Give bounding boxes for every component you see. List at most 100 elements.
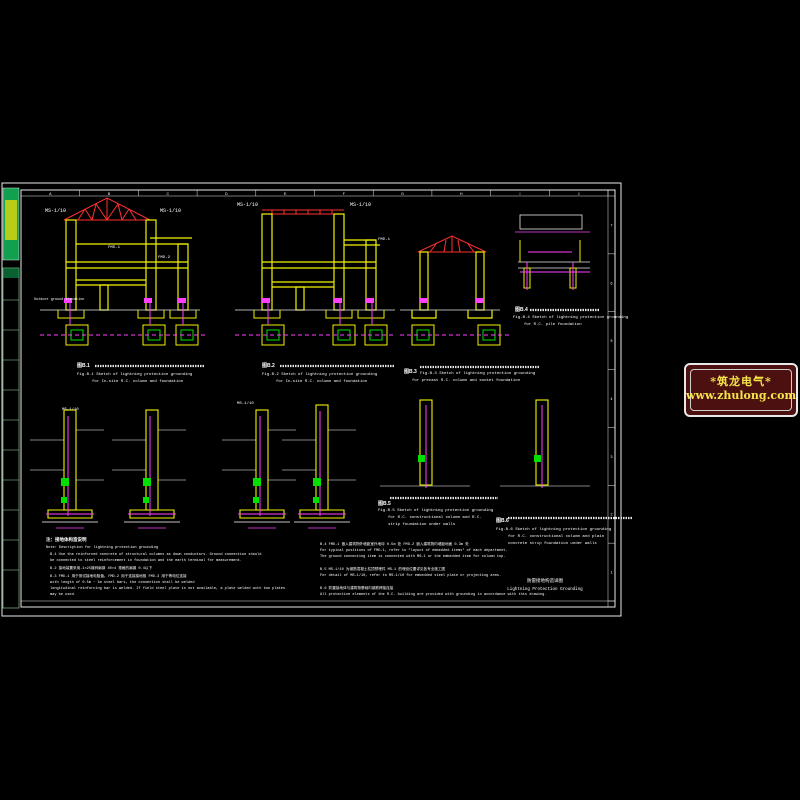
- sheet-frame: [1, 182, 622, 617]
- ms-label: MS-1/10: [237, 401, 254, 406]
- figure-number: 图B.1: [77, 362, 90, 369]
- grid-row-label: 3: [611, 455, 613, 459]
- foundation-plans: [400, 324, 510, 346]
- connector-plate: [534, 455, 541, 462]
- note-line: B.3 FMD-1 用于测试接地电阻值, FMD-2 用于连接接地极 FMD-3…: [50, 573, 187, 579]
- note-line: with length of 0.5m ~ 1m steel bars, the…: [50, 580, 195, 585]
- fmd-label: FMD-2: [158, 256, 171, 260]
- note-line: B.6 防雷接地体与建筑物基础内钢筋焊接连接: [320, 585, 394, 591]
- foundation-plans: [40, 302, 205, 346]
- ms-label: MS-1/10: [160, 208, 181, 214]
- grid-column-label: H: [460, 192, 463, 196]
- grid-row-label: 1: [611, 571, 613, 575]
- grid-column-label: J: [578, 192, 580, 196]
- figure-caption: for In-site R.C. column and foundation: [92, 379, 184, 384]
- connector-plate: [253, 478, 261, 486]
- drawing-title-cn: 防雷接地构造详图: [527, 577, 563, 584]
- figure-b2: MS-1/10 MS-1/10 FMD-1 图B.2 Fig.B.2 Sketc…: [235, 202, 395, 384]
- note-line: may be used.: [50, 592, 76, 597]
- grid-row-label: 6: [611, 281, 613, 285]
- connector-plate: [143, 497, 149, 503]
- ms-label: MS-1/10: [45, 208, 66, 214]
- watermark-border: [690, 369, 792, 411]
- connector-plate: [61, 497, 67, 503]
- grid-row-label: 2: [611, 513, 613, 517]
- connector-plate: [418, 455, 425, 462]
- strip-footing: [47, 509, 93, 519]
- figure-caption: Fig.B.4 Sketch of lightning protection g…: [513, 315, 629, 320]
- foundation-plans: [235, 302, 395, 346]
- figure-b3: 图B.3 Fig.B.3 Sketch of lightning protect…: [400, 235, 540, 383]
- strip-footing: [299, 509, 345, 519]
- roof-truss: [417, 235, 487, 253]
- grid-row-label: 4: [611, 397, 613, 401]
- connector-plate: [61, 478, 69, 486]
- figure-number: 图B.3: [404, 368, 417, 375]
- roof-beam: [262, 209, 344, 215]
- left-title-strip: [2, 187, 20, 609]
- connector-plate: [143, 478, 151, 486]
- note-line: B.1 Use the reinforced concrete of struc…: [50, 552, 261, 557]
- grid-column-label: I: [519, 192, 520, 196]
- note-line: B.4 FMD-1 嵌入建筑物外墙距室外地坪 0.5m 处 FMD-2 嵌入建筑…: [320, 541, 469, 547]
- note-line: longitudinal reinforcing bar is welded. …: [50, 586, 285, 591]
- foundations: [253, 310, 385, 319]
- fmd-label: FMD-1: [108, 246, 121, 250]
- grid-ticks: [79, 190, 615, 602]
- ms-label: MS-1/10: [62, 407, 79, 412]
- figure-caption: for R.C. pile foundation: [524, 322, 582, 327]
- note-line: All protective elements of the R.C. buil…: [320, 592, 546, 597]
- figure-caption: Fig.B.3 Sketch of lightning protection g…: [420, 371, 536, 376]
- wall-sections: [30, 399, 590, 529]
- figure-caption: for precast R.C. column and socket found…: [412, 378, 521, 383]
- connector-plate: [313, 478, 321, 486]
- ms-label: MS-1/10: [350, 202, 371, 208]
- figure-number: 图B.6: [496, 517, 509, 524]
- note-line: B.2 接地装置采用-1×25镀锌扁钢 40×4 规格的扁钢 0.4以下: [50, 565, 152, 571]
- figure-caption: Fig.B.2 Sketch of lightning protection g…: [262, 372, 378, 377]
- watermark-line1: *筑龙电气*: [710, 375, 772, 388]
- figure-caption: strip foundation under walls: [388, 522, 456, 527]
- figure-caption: for In-site R.C. column and foundation: [276, 379, 368, 384]
- roof-truss: [63, 197, 151, 221]
- figure-b1: MS-1/10 MS-1/10 FMD-1 FMD-2 Outdoor grou…: [34, 197, 205, 384]
- fmd-label: FMD-1: [378, 238, 391, 242]
- grid-column-label: F: [343, 192, 345, 196]
- figure-b5-caption: 图B.5 Fig.B.5 Sketch of lightning protect…: [378, 496, 498, 527]
- figure-b4: 图B.4 Fig.B.4 Sketch of lightning protect…: [513, 214, 629, 327]
- grid-column-label: E: [284, 192, 287, 196]
- figure-caption: concrete strip foundation under walls: [508, 541, 597, 546]
- notes-block: 注：接地体构造说明 Note: Description for lightnin…: [46, 536, 546, 597]
- figure-caption: for R.C. constructional column and plain: [508, 534, 605, 539]
- grid-row-label: 5: [611, 339, 613, 343]
- grid-column-label: D: [225, 192, 228, 196]
- frame-structure: [400, 251, 500, 319]
- strip-footing: [239, 509, 285, 519]
- figure-caption: Fig.B.5 Sketch of lightning protection g…: [378, 508, 494, 513]
- note-line: For typical positions of FMD-1, refer to…: [320, 548, 508, 553]
- note-line: be connected to steel reinforcement in f…: [50, 558, 242, 563]
- figure-caption: Fig.B.6 Sketch of lightning protection g…: [496, 527, 612, 532]
- drawing-title-en: Lightning Protection Grounding: [507, 587, 583, 592]
- figure-caption: Fig.B.1 Sketch of lightning protection g…: [77, 372, 193, 377]
- watermark-badge: *筑龙电气* www.zhulong.com: [684, 363, 798, 417]
- note-line: B.5 MS-1/10 为钢筋混凝土柱顶预埋件 MS-1 的埋设位置详见各专业施…: [320, 566, 445, 572]
- grid-column-label: G: [401, 192, 404, 196]
- outdoor-label: Outdoor ground elevation: [34, 297, 84, 302]
- grid-row-label: 7: [611, 223, 613, 227]
- notes-heading: 注：接地体构造说明: [46, 536, 87, 543]
- note-line: The ground connecting item is connected …: [320, 554, 505, 559]
- notes-heading-en: Note: Description for lightning protecti…: [46, 545, 158, 550]
- connector-plate: [313, 497, 319, 503]
- figure-b6-caption: 图B.6 Fig.B.6 Sketch of lightning protect…: [496, 516, 632, 546]
- watermark-line2: www.zhulong.com: [686, 389, 797, 402]
- ms-label: MS-1/10: [237, 202, 258, 208]
- grid-column-label: B: [108, 192, 111, 196]
- figure-caption: for R.C. constructional column and R.C.: [388, 515, 482, 520]
- note-line: For detail of MS-1/10, refer to MS-1/10 …: [320, 573, 501, 578]
- grid-column-label: C: [166, 192, 169, 196]
- figure-number: 图B.2: [262, 362, 275, 369]
